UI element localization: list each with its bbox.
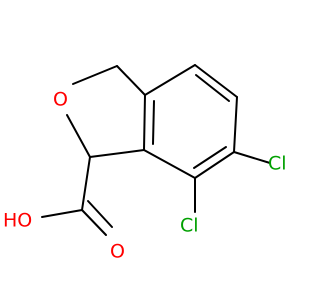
carbonyl-oxygen-label: O	[110, 241, 125, 263]
bond-c7-c7a	[143, 149, 196, 179]
carboxyl-group	[41, 156, 113, 236]
bond-c4-c5	[194, 64, 238, 98]
chlorine-7-label: Cl	[180, 215, 199, 237]
hydroxyl-label: HO	[3, 210, 32, 232]
bond-c3a-c3	[116, 65, 146, 96]
bond-c-double-o-outer	[81, 209, 107, 236]
bond-c-double-o-inner	[87, 200, 113, 228]
ring-oxygen-label: O	[53, 89, 68, 111]
furan-ring	[66, 65, 146, 158]
bond-c6-c7-inner	[193, 146, 227, 169]
chlorine-bonds	[194, 151, 271, 213]
bond-c6-cl	[233, 151, 271, 164]
bond-c7a-c3a	[143, 94, 146, 151]
bond-c6-c7	[194, 151, 235, 179]
molecule-structure: O HO O Cl Cl	[3, 64, 287, 263]
bond-c7a-c3a-inner	[152, 100, 155, 145]
bond-c3a-c4	[144, 64, 196, 96]
bond-c3-o	[72, 65, 118, 85]
benzene-ring	[143, 64, 238, 179]
bond-o-c1	[66, 114, 91, 158]
bond-c5-c6	[233, 96, 238, 153]
bond-c4-c5-inner	[195, 74, 230, 102]
bond-c1-cooh	[81, 156, 91, 211]
chlorine-6-label: Cl	[268, 153, 287, 175]
bond-c-oh	[41, 209, 83, 218]
bond-c1-c7a	[89, 149, 145, 158]
